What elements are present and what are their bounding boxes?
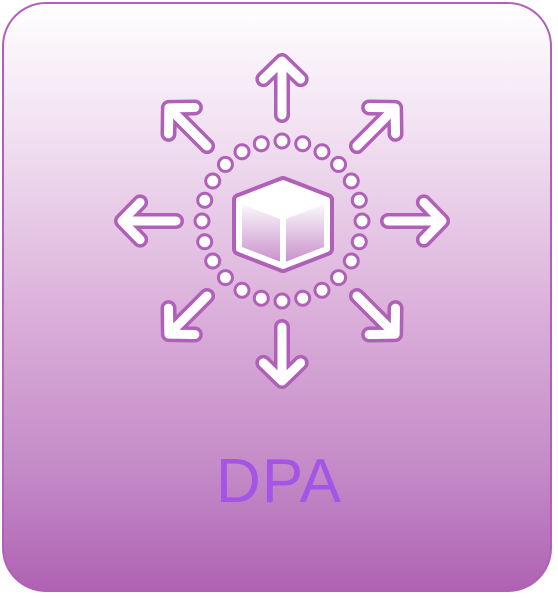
ring-dot	[273, 132, 291, 150]
ring-dot	[216, 269, 234, 287]
tile-label: DPA	[216, 447, 342, 516]
ring-dot	[252, 289, 270, 307]
arrow-icon	[348, 99, 404, 155]
ring-dot	[350, 233, 368, 251]
arrow-icon	[255, 319, 309, 389]
ring-dot	[273, 292, 291, 310]
arrow-icon	[160, 99, 216, 155]
ring-dot	[330, 269, 348, 287]
dotted-ring	[193, 132, 371, 310]
ring-dot	[350, 191, 368, 209]
arrows	[114, 53, 450, 389]
ring-dot	[252, 135, 270, 153]
ring-dot	[313, 281, 331, 299]
ring-dot	[342, 252, 360, 270]
ring-dot	[330, 155, 348, 173]
arrow-icon	[160, 287, 216, 343]
ring-dot	[204, 172, 222, 190]
ring-dot	[294, 289, 312, 307]
ring-dot	[204, 252, 222, 270]
ring-dot	[193, 212, 211, 230]
ring-dot	[233, 143, 251, 161]
ring-dot	[196, 191, 214, 209]
arrow-icon	[255, 53, 309, 123]
arrow-icon	[380, 194, 450, 248]
ring-dot	[342, 172, 360, 190]
ring-dot	[233, 281, 251, 299]
ring-dot	[216, 155, 234, 173]
distribution-box-icon	[114, 53, 450, 389]
ring-dot	[196, 233, 214, 251]
arrow-icon	[114, 194, 184, 248]
ring-dot	[294, 135, 312, 153]
ring-dot	[353, 212, 371, 230]
arrow-icon	[348, 287, 404, 343]
cube-face	[236, 180, 330, 269]
ring-dot	[313, 143, 331, 161]
